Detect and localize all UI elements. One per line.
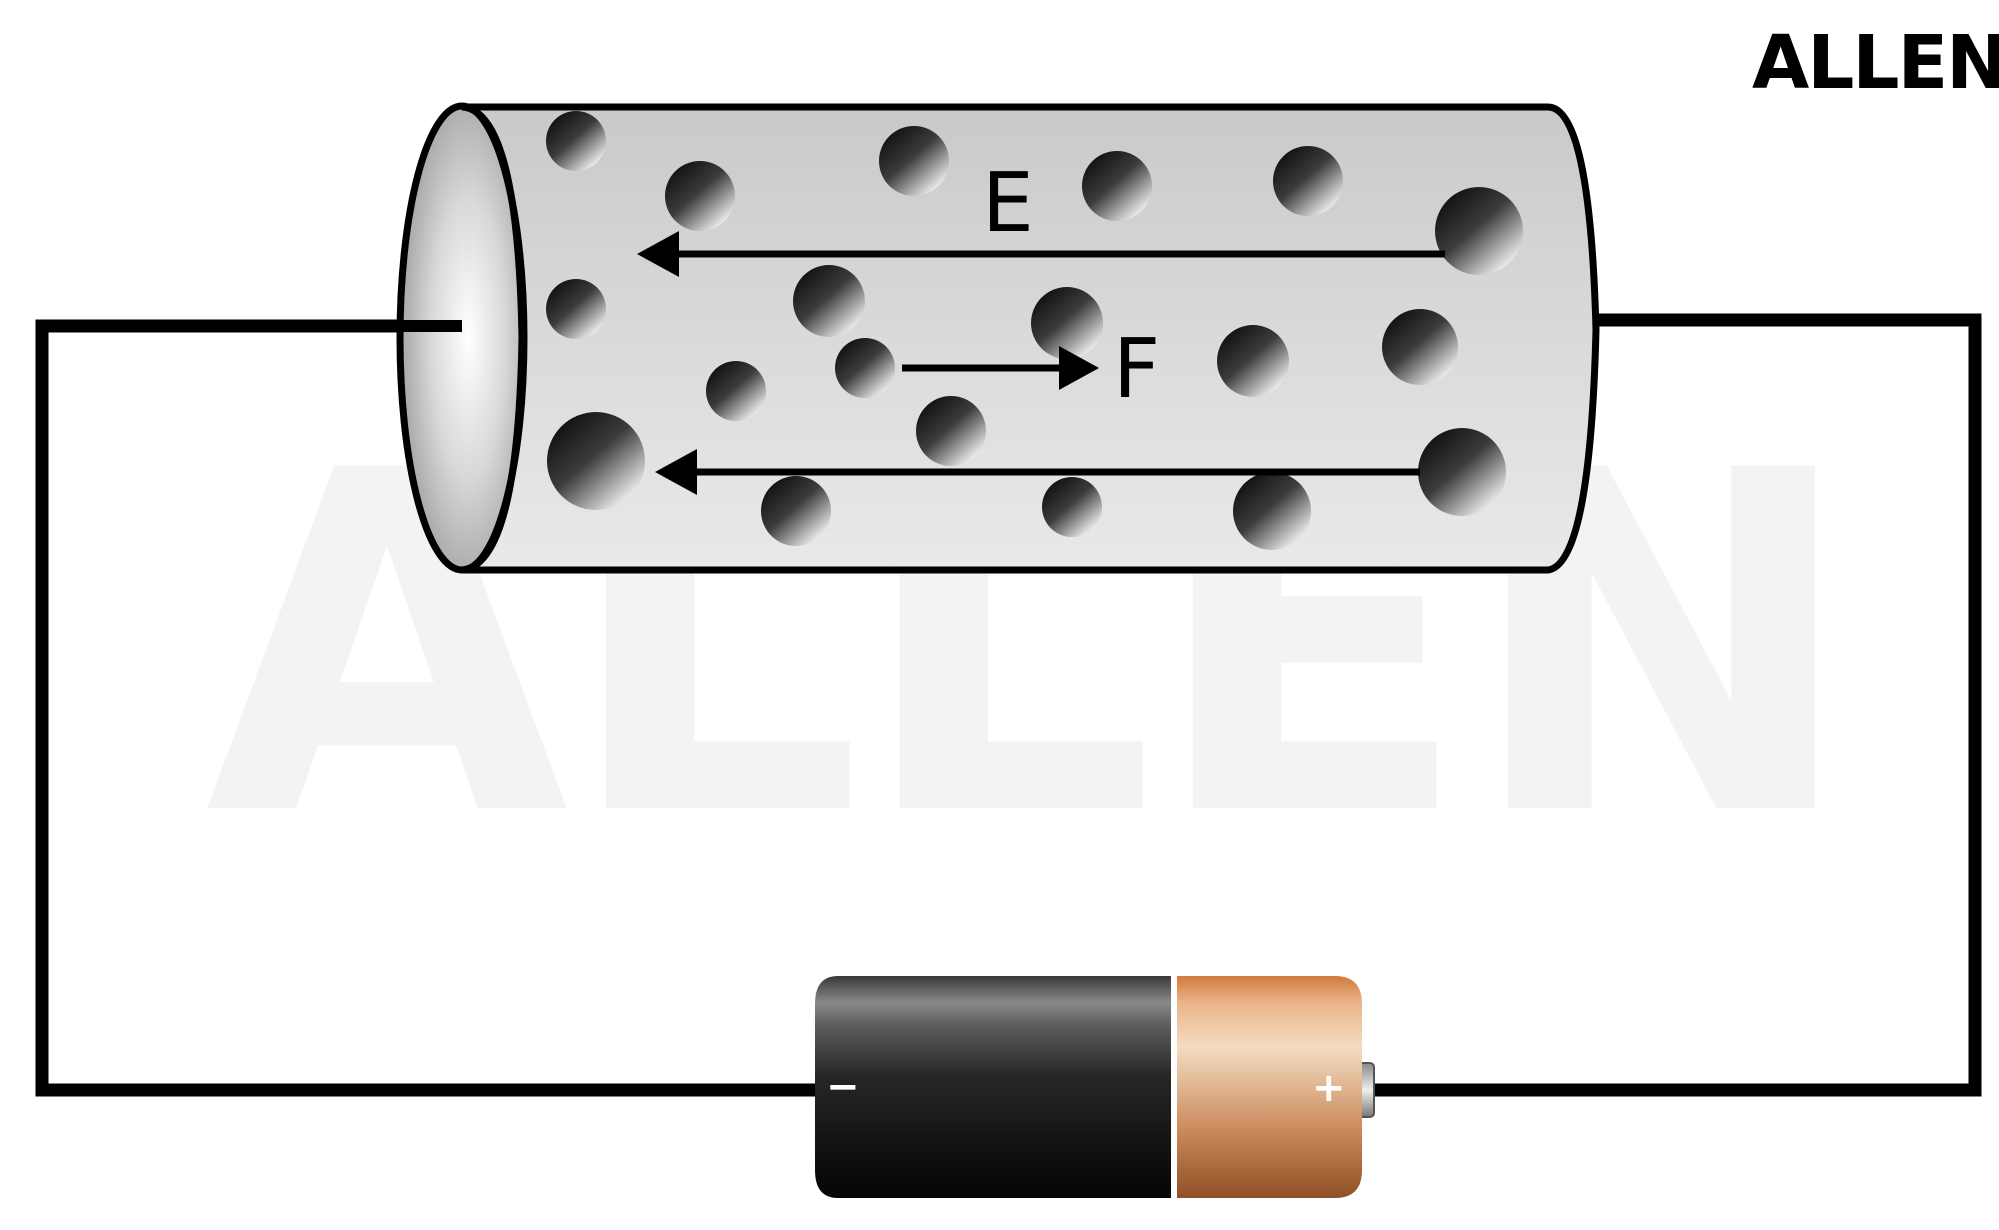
sphere-icon [793, 265, 865, 337]
sphere-icon [706, 361, 766, 421]
sphere-icon [1233, 472, 1311, 550]
sphere-icon [665, 161, 735, 231]
circuit-wire [1370, 313, 1982, 1097]
sphere-icon [547, 412, 645, 510]
arrow-left-icon [655, 449, 697, 495]
sphere-icon [761, 476, 831, 546]
circuit-wire-left [35, 319, 818, 1097]
sphere-icon [879, 126, 949, 196]
battery-negative-sign: − [826, 1064, 860, 1110]
sphere-icon [1042, 477, 1102, 537]
force-arrow [902, 346, 1099, 390]
field-label: E [982, 156, 1034, 251]
battery: − + [815, 976, 1375, 1198]
battery-copper-end [1172, 976, 1362, 1198]
sphere-icon [1217, 325, 1289, 397]
battery-positive-sign: + [1312, 1065, 1346, 1111]
sphere-icon [546, 111, 606, 171]
conductor-body [458, 103, 1600, 574]
sphere-icon [1273, 146, 1343, 216]
sphere-icon [916, 396, 986, 466]
sphere-icon [835, 338, 895, 398]
conductor-rim [461, 103, 526, 574]
sphere-icon [1418, 428, 1506, 516]
force-label: F [1113, 322, 1160, 417]
arrow-right-icon [1059, 346, 1099, 390]
sphere-icon [1082, 151, 1152, 221]
sphere-icon [1435, 187, 1523, 275]
charge-particles [546, 111, 1523, 550]
arrow-left-icon [637, 231, 679, 277]
sphere-icon [546, 279, 606, 339]
battery-black-body [815, 976, 1172, 1198]
brand-logo: ALLEN [1752, 20, 1999, 106]
conductor-cylinder [396, 102, 1600, 574]
battery-divider [1171, 976, 1177, 1198]
field-arrow-lower [655, 449, 1420, 495]
field-arrow-upper [637, 231, 1445, 277]
sphere-icon [1382, 309, 1458, 385]
sphere-icon [1031, 287, 1103, 359]
